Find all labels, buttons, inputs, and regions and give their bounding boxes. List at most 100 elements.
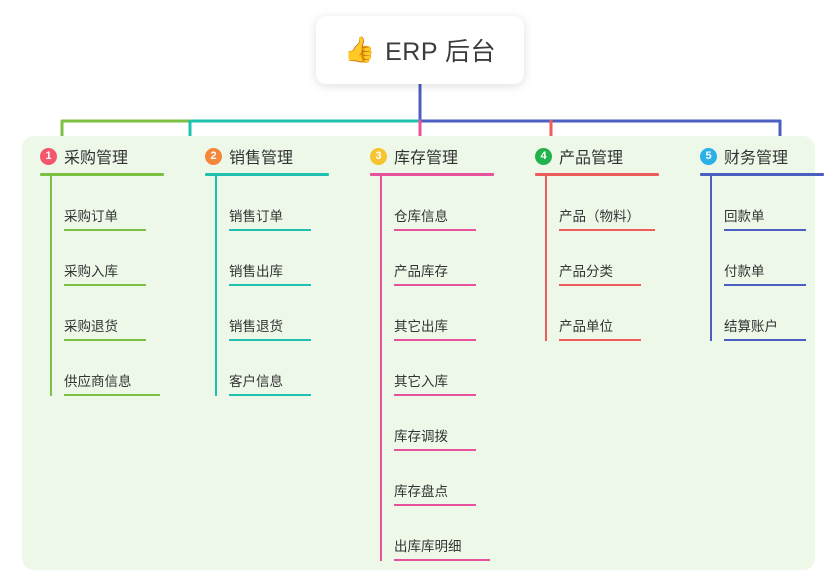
branch-item-label: 库存调拨	[394, 429, 448, 445]
branch-item-underline	[229, 284, 311, 286]
root-title: ERP 后台	[385, 38, 497, 66]
branch-item-underline	[394, 394, 476, 396]
branch-item[interactable]: 产品（物料）	[545, 176, 682, 231]
branch-item-label: 付款单	[724, 264, 765, 280]
branch-item-underline	[394, 504, 476, 506]
branch-header-underline	[370, 173, 494, 176]
branch-column-5: 5 财务管理回款单付款单结算账户	[682, 136, 839, 570]
branch-item-label: 销售出库	[229, 264, 283, 280]
branch-item[interactable]: 采购订单	[50, 176, 187, 231]
branch-column-4: 4 产品管理产品（物料） 产品分类产品单位	[517, 136, 682, 570]
branch-item[interactable]: 仓库信息	[380, 176, 517, 231]
branch-number-badge: 2	[205, 147, 222, 165]
branch-item[interactable]: 库存盘点	[380, 451, 517, 506]
branch-spine	[215, 176, 217, 396]
branch-column-3: 3 库存管理仓库信息产品库存其它出库其它入库库存调拨库存盘点出库库明细	[352, 136, 517, 570]
branch-item-underline	[394, 229, 476, 231]
branch-item[interactable]: 产品库存	[380, 231, 517, 286]
branch-item[interactable]: 回款单	[710, 176, 839, 231]
branch-item-underline	[394, 284, 476, 286]
branch-item[interactable]: 其它出库	[380, 286, 517, 341]
branch-item-underline	[724, 229, 806, 231]
branch-item-label: 客户信息	[229, 374, 283, 390]
branch-number-badge: 5	[700, 147, 717, 165]
branch-number-badge: 4	[535, 147, 552, 165]
branch-title: 财务管理	[724, 150, 789, 167]
branch-item[interactable]: 供应商信息	[50, 341, 187, 396]
branch-item-underline	[64, 339, 146, 341]
branch-item[interactable]: 客户信息	[215, 341, 352, 396]
branch-item-list: 销售订单销售出库销售退货客户信息	[205, 176, 352, 396]
branch-item-label: 采购入库	[64, 264, 118, 280]
branch-item-label: 销售订单	[229, 209, 283, 225]
branch-header-5[interactable]: 5 财务管理	[700, 136, 839, 170]
branch-item-underline	[394, 339, 476, 341]
branch-item-underline	[64, 284, 146, 286]
root-node[interactable]: 👍 ERP 后台	[316, 16, 524, 84]
branch-item-label: 其它出库	[394, 319, 448, 335]
branch-item-label: 采购订单	[64, 209, 118, 225]
branch-item-label: 产品库存	[394, 264, 448, 280]
branch-header-underline	[205, 173, 329, 176]
branch-item-underline	[724, 284, 806, 286]
branch-item-label: 产品单位	[559, 319, 613, 335]
branch-item-underline	[229, 229, 311, 231]
branch-header-underline	[40, 173, 164, 176]
branch-item-label: 仓库信息	[394, 209, 448, 225]
branch-item-label: 采购退货	[64, 319, 118, 335]
branch-item-underline	[394, 559, 490, 561]
branch-item[interactable]: 采购入库	[50, 231, 187, 286]
branch-item-label: 供应商信息	[64, 374, 132, 390]
branch-header-3[interactable]: 3 库存管理	[370, 136, 517, 170]
branch-item-label: 销售退货	[229, 319, 283, 335]
branch-item-label: 库存盘点	[394, 484, 448, 500]
branch-item[interactable]: 产品分类	[545, 231, 682, 286]
branch-item[interactable]: 出库库明细	[380, 506, 517, 561]
branch-item-underline	[559, 284, 641, 286]
branch-item-underline	[64, 394, 160, 396]
branch-item[interactable]: 销售出库	[215, 231, 352, 286]
branch-item-underline	[559, 339, 641, 341]
branch-title: 采购管理	[64, 150, 129, 167]
branch-item-label: 产品分类	[559, 264, 613, 280]
branch-header-underline	[700, 173, 824, 176]
branch-item[interactable]: 销售订单	[215, 176, 352, 231]
branch-item[interactable]: 结算账户	[710, 286, 839, 341]
branch-item-underline	[559, 229, 655, 231]
branch-panel	[22, 136, 815, 570]
branch-item[interactable]: 其它入库	[380, 341, 517, 396]
branch-item[interactable]: 采购退货	[50, 286, 187, 341]
branch-item-underline	[394, 449, 476, 451]
branch-item[interactable]: 库存调拨	[380, 396, 517, 451]
branch-header-4[interactable]: 4 产品管理	[535, 136, 682, 170]
branch-item-list: 回款单付款单结算账户	[700, 176, 839, 341]
branch-item-list: 仓库信息产品库存其它出库其它入库库存调拨库存盘点出库库明细	[370, 176, 517, 561]
thumbs-up-icon: 👍	[343, 35, 376, 64]
branch-item[interactable]: 销售退货	[215, 286, 352, 341]
branch-title: 库存管理	[394, 150, 459, 167]
branch-title: 产品管理	[559, 150, 624, 167]
branch-item-underline	[64, 229, 146, 231]
branch-item-underline	[229, 394, 311, 396]
branch-item-label: 产品（物料）	[559, 209, 640, 225]
branch-spine	[710, 176, 712, 341]
branch-item[interactable]: 付款单	[710, 231, 839, 286]
branch-number-badge: 3	[370, 147, 387, 165]
branch-header-underline	[535, 173, 659, 176]
branch-spine	[380, 176, 382, 561]
branch-spine	[50, 176, 52, 396]
branch-item-underline	[229, 339, 311, 341]
branch-item-label: 其它入库	[394, 374, 448, 390]
branch-item-list: 采购订单采购入库采购退货供应商信息	[40, 176, 187, 396]
branch-item-label: 出库库明细	[394, 539, 462, 555]
branch-item-list: 产品（物料） 产品分类产品单位	[535, 176, 682, 341]
branch-item-label: 回款单	[724, 209, 765, 225]
branch-item[interactable]: 产品单位	[545, 286, 682, 341]
branch-item-label: 结算账户	[724, 319, 778, 335]
